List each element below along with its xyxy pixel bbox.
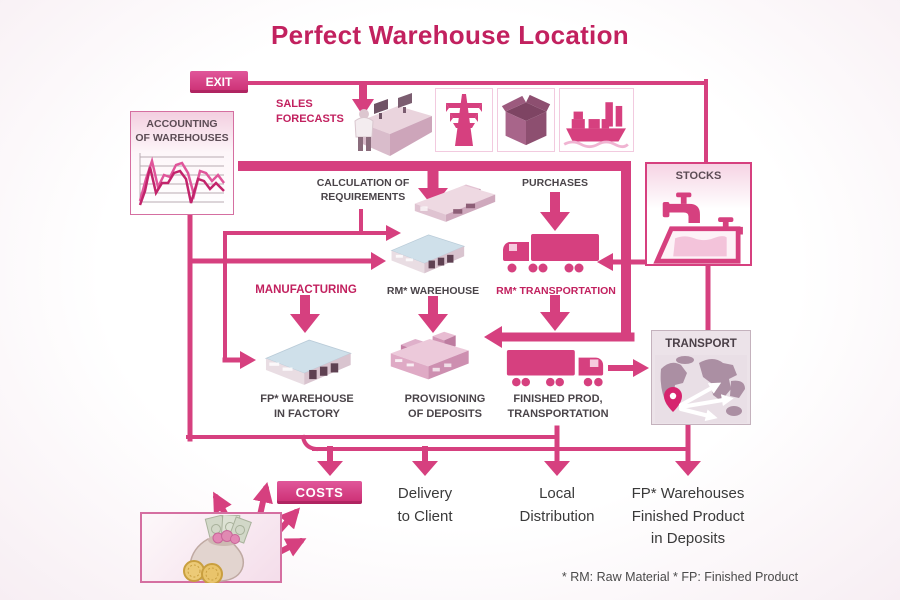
- fp-warehouse-illustration: [264, 339, 352, 385]
- line-chart-icon: [138, 153, 225, 206]
- transport-label: TRANSPORT: [665, 338, 737, 350]
- money-bag-icon: [183, 515, 252, 583]
- icon-box-package: [497, 88, 555, 152]
- power-tower-icon: [446, 94, 482, 146]
- label-provisioning-of-deposits: PROVISIONING OF DEPOSITS: [404, 393, 486, 420]
- icon-box-energy: [435, 88, 493, 152]
- rm-warehouse-illustration: [390, 234, 466, 274]
- label-sales-forecasts: SALES FORECASTS: [276, 98, 344, 125]
- page-title: Perfect Warehouse Location: [271, 20, 629, 50]
- stocks-label: STOCKS: [675, 170, 722, 182]
- rm-truck-icon: [503, 234, 599, 273]
- package-box-icon: [501, 94, 551, 146]
- label-fp-warehouses-deposits: FP* Warehouses Finished Product in Depos…: [631, 485, 745, 547]
- label-purchases: PURCHASES: [522, 177, 588, 189]
- label-delivery-to-client: Delivery to Client: [397, 485, 453, 525]
- accounting-label: ACCOUNTING OF WAREHOUSES: [135, 118, 229, 144]
- stocks-box: STOCKS: [645, 162, 752, 266]
- label-local-distribution: Local Distribution: [519, 485, 595, 525]
- sales-desk-illustration: [354, 93, 432, 156]
- label-fp-warehouse-in-factory: FP* WAREHOUSE IN FACTORY: [260, 393, 354, 420]
- label-calculation-of-requirements: CALCULATION OF REQUIREMENTS: [316, 177, 410, 204]
- money-bag-box: [140, 512, 282, 583]
- finished-product-truck-icon: [506, 350, 604, 387]
- label-rm-warehouse: RM* WAREHOUSE: [386, 285, 480, 297]
- label-finished-prod-transportation: FINISHED PROD, TRANSPORTATION: [507, 393, 609, 420]
- footnote: * RM: Raw Material * FP: Finished Produc…: [561, 570, 799, 584]
- provisioning-building-illustration: [390, 331, 469, 380]
- cargo-ship-icon: [563, 102, 629, 149]
- world-map-icon: [655, 355, 747, 423]
- location-pin-icon: [664, 387, 682, 412]
- exit-button[interactable]: EXIT: [190, 71, 248, 93]
- label-rm-transportation: RM* TRANSPORTATION: [496, 285, 616, 297]
- calculation-building-illustration: [414, 184, 496, 222]
- transport-box: TRANSPORT: [651, 330, 751, 425]
- costs-button[interactable]: COSTS: [277, 481, 362, 504]
- accounting-of-warehouses-box: ACCOUNTING OF WAREHOUSES: [130, 111, 234, 215]
- icon-box-shipping: [559, 88, 634, 152]
- label-manufacturing: MANUFACTURING: [255, 284, 357, 296]
- faucet-basin-icon: [653, 192, 743, 264]
